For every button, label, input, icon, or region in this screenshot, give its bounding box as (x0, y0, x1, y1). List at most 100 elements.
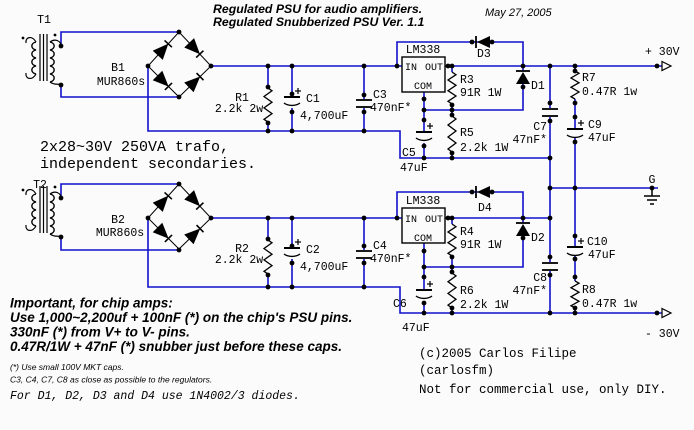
small-note-line2: C3, C4, C7, C8 as close as possible to t… (10, 375, 212, 385)
c4-capacitor (356, 250, 372, 259)
c4-value: 470nF* (370, 253, 411, 266)
trafo-note-line2: independent secondaries. (40, 156, 256, 173)
r5-label: R5 (460, 127, 474, 140)
small-note-line1: (*) Use small 100V MKT caps. (10, 362, 124, 372)
terminal-ground-label: G (649, 174, 656, 187)
c8-label: C8 (533, 272, 547, 285)
c1-capacitor (283, 88, 301, 107)
c5-label: C5 (402, 147, 416, 160)
reg1-part: LM338 (406, 44, 441, 57)
wire-return-bot (147, 218, 662, 314)
c4-label: C4 (373, 240, 387, 253)
c9-value: 47uF (588, 132, 616, 145)
date-label: May 27, 2005 (485, 7, 553, 19)
r6-label: R6 (460, 285, 474, 298)
terminal-negative-label: - 30V (645, 328, 680, 341)
title-line1: Regulated PSU for audio amplifiers. (213, 2, 422, 16)
r3-value: 91R 1W (460, 87, 502, 100)
reg1-pin-out: OUT (425, 63, 443, 74)
r8-resistor (569, 280, 581, 309)
reg2-part: LM338 (406, 195, 441, 208)
d1-diode (516, 70, 530, 84)
r2-resistor (262, 239, 274, 275)
c9-label: C9 (588, 119, 602, 132)
t2-label: T2 (33, 179, 47, 192)
d4-label: D4 (478, 202, 492, 215)
c2-value: 4,700uF (300, 261, 348, 274)
b2-part: MUR860s (96, 227, 144, 240)
r3-label: R3 (460, 74, 474, 87)
r4-value: 91R 1W (460, 239, 502, 252)
r6-resistor (446, 272, 458, 309)
c2-label: C2 (306, 244, 320, 257)
r7-resistor (569, 70, 581, 100)
c8-value: 47nF* (512, 285, 547, 298)
b1-bridge-rectifier (147, 31, 212, 98)
c1-value: 4,700uF (300, 110, 348, 123)
d4-diode (475, 186, 490, 198)
c6-capacitor (415, 281, 433, 300)
r3-resistor (446, 71, 458, 105)
c7-capacitor (542, 108, 558, 117)
c7-label: C7 (533, 121, 547, 134)
reg1-pin-com: COM (414, 82, 432, 93)
r8-value: 0.47R 1w (582, 298, 637, 311)
terminal-positive-arrow (661, 60, 673, 72)
copyright-line1: (c)2005 Carlos Filipe (419, 347, 577, 361)
copyright-line3: Not for commercial use, only DIY. (419, 383, 667, 397)
c3-capacitor (356, 99, 372, 108)
r4-resistor (446, 223, 458, 257)
r2-value: 2.2k 2w (215, 254, 263, 267)
b1-part: MUR860s (97, 76, 145, 89)
title-line2: Regulated Snubberized PSU Ver. 1.1 (213, 15, 425, 29)
wire-t1-bottom (60, 85, 179, 98)
wire-t1-top (60, 31, 179, 46)
r8-label: R8 (582, 284, 596, 297)
c5-value: 47uF (400, 162, 428, 175)
r1-resistor (262, 87, 274, 123)
reg2-pin-in: IN (405, 215, 417, 226)
d2-diode (516, 222, 530, 236)
important-line3: 330nF (*) from V+ to V- pins. (10, 325, 190, 340)
r1-label: R1 (235, 92, 249, 105)
r5-value: 2.2k 1W (460, 142, 508, 155)
c1-label: C1 (306, 93, 320, 106)
wire-t2-bottom (60, 237, 179, 251)
c6-label: C6 (393, 298, 407, 311)
t1-transformer (20, 32, 62, 86)
c3-label: C3 (373, 89, 387, 102)
wire-t2-top (60, 183, 179, 198)
c10-value: 47uF (588, 249, 616, 262)
r5-resistor (446, 115, 458, 153)
important-line1: Important, for chip amps: (10, 296, 173, 311)
resistors (262, 70, 581, 309)
r1-value: 2.2k 2w (215, 103, 263, 116)
t1-label: T1 (37, 14, 51, 27)
c9-capacitor (566, 120, 584, 139)
wire-d3-loop (396, 41, 524, 66)
junction-dots (58, 29, 660, 316)
c10-capacitor (566, 238, 584, 257)
t2-transformer (20, 184, 62, 238)
reg2-lm338-body (401, 207, 446, 244)
d1-label: D1 (531, 80, 545, 93)
r7-value: 0.47R 1w (582, 86, 637, 99)
copyright-line2: (carlosfm) (419, 364, 494, 378)
c3-value: 470nF* (370, 102, 411, 115)
r6-value: 2.2k 1W (460, 299, 508, 312)
c10-label: C10 (587, 236, 608, 249)
labels: Regulated PSU for audio amplifiers. Regu… (10, 2, 680, 403)
diodes-note: For D1, D2, D3 and D4 use 1N4002/3 diode… (10, 390, 300, 403)
r2-label: R2 (235, 243, 249, 256)
reg1-pin-in: IN (405, 63, 417, 74)
important-line4: 0.47R/1W + 47nF (*) snubber just before … (10, 339, 342, 354)
c8-capacitor (542, 262, 558, 271)
d2-label: D2 (531, 232, 545, 245)
wire-d4-loop (396, 191, 524, 218)
c7-value: 47nF* (512, 134, 547, 147)
c6-value: 47uF (402, 322, 430, 335)
reg1-lm338-body (401, 56, 446, 93)
b2-bridge-rectifier (147, 183, 212, 250)
